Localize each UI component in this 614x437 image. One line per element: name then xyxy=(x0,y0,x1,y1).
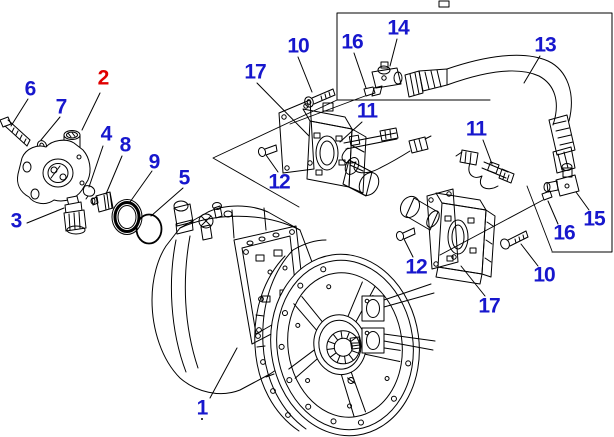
bolt-10-lower xyxy=(500,230,529,250)
leader-lines xyxy=(10,38,590,420)
plug-8 xyxy=(90,191,114,213)
seal-ring-9 xyxy=(111,199,143,235)
bell-housing xyxy=(254,239,327,432)
pressure-sensor-11-left xyxy=(341,127,432,174)
callout-3: 3 xyxy=(10,209,23,233)
relief-valve-3 xyxy=(63,195,87,235)
valve-assembly-right xyxy=(399,188,496,285)
clip-4 xyxy=(82,185,96,200)
bolt-6 xyxy=(0,116,31,147)
valve-assembly-left xyxy=(278,99,380,197)
callout-10-upper: 10 xyxy=(287,34,309,58)
elbow-fitting-15 xyxy=(543,163,580,197)
bolt-12-left xyxy=(257,144,278,157)
gear-pump-3 xyxy=(17,139,91,205)
callout-2: 2 xyxy=(97,66,110,90)
bolt-10-upper xyxy=(304,88,336,108)
callout-16-upper: 16 xyxy=(341,30,363,54)
callout-10-lower: 10 xyxy=(533,263,555,287)
callout-17-left: 17 xyxy=(244,60,266,84)
callout-15: 15 xyxy=(583,207,605,231)
spline-teeth xyxy=(326,330,361,365)
callout-11-right: 11 xyxy=(465,117,487,141)
callout-17-right: 17 xyxy=(478,294,500,318)
callout-16-lower: 16 xyxy=(553,221,575,245)
detail-box-frame xyxy=(212,0,613,253)
hose-13 xyxy=(404,54,576,174)
callout-5: 5 xyxy=(178,166,191,190)
valve-part-14 xyxy=(371,61,403,97)
callout-11-left: 11 xyxy=(356,99,378,123)
callout-1: 1 xyxy=(196,396,209,420)
pressure-sensor-11-right xyxy=(455,149,515,190)
bolt-12-right xyxy=(395,227,416,241)
callout-13: 13 xyxy=(534,33,556,57)
callout-7: 7 xyxy=(55,95,68,119)
flywheel xyxy=(270,253,436,437)
callout-4: 4 xyxy=(100,122,113,146)
callout-14: 14 xyxy=(387,16,409,40)
callout-12-left: 12 xyxy=(268,170,290,194)
damper-brackets xyxy=(361,283,436,354)
callout-6: 6 xyxy=(24,77,37,101)
callout-8: 8 xyxy=(119,133,132,157)
o-ring-5 xyxy=(135,213,163,245)
callout-9: 9 xyxy=(148,150,161,174)
clip-16-upper xyxy=(289,86,376,125)
callout-12-right: 12 xyxy=(405,255,427,279)
